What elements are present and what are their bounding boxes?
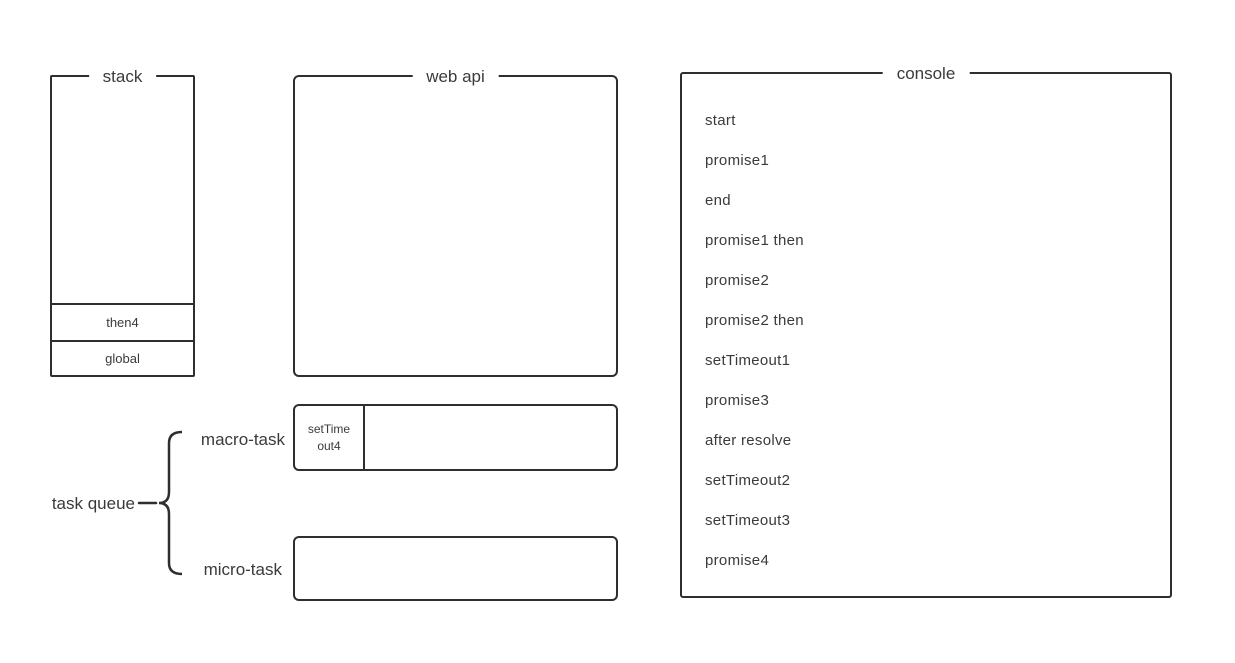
console-output-line: setTimeout2 xyxy=(705,472,791,489)
console-output-line: setTimeout1 xyxy=(705,352,791,369)
task-queue-label: task queue xyxy=(51,494,135,513)
console-output-line: promise1 then xyxy=(705,232,804,249)
curly-brace-icon xyxy=(137,430,182,576)
micro-task-queue-box xyxy=(293,536,618,601)
console-output-line: end xyxy=(705,192,731,209)
console-output-line: promise3 xyxy=(705,392,770,409)
console-output-line: promise2 then xyxy=(705,312,804,329)
console-output-line: promise4 xyxy=(705,552,770,569)
macro-task-label: macro-task xyxy=(200,430,285,449)
macro-task-queue-box: setTimeout4 xyxy=(293,404,618,471)
console-output-line: setTimeout3 xyxy=(705,512,791,529)
console-box: console start promise1 end promise1 then pro… xyxy=(680,62,1172,598)
web-api-title: web api xyxy=(412,65,499,88)
stack-frame: then4 xyxy=(52,303,193,340)
console-output-line: after resolve xyxy=(705,432,792,449)
console-output-list: start promise1 end promise1 then promise2 pro… xyxy=(705,101,1160,581)
console-title: console xyxy=(882,62,970,85)
stack-title: stack xyxy=(88,65,157,88)
console-output-line: start xyxy=(705,112,736,129)
console-output-line: promise1 xyxy=(705,152,770,169)
stack-frame: global xyxy=(52,340,193,375)
queued-task: setTimeout4 xyxy=(295,406,365,469)
console-output-line: promise2 xyxy=(705,272,770,289)
macro-task-items: setTimeout4 xyxy=(295,406,616,469)
web-api-box: web api xyxy=(293,65,618,377)
micro-task-items xyxy=(295,538,616,599)
micro-task-label: micro-task xyxy=(203,560,282,579)
